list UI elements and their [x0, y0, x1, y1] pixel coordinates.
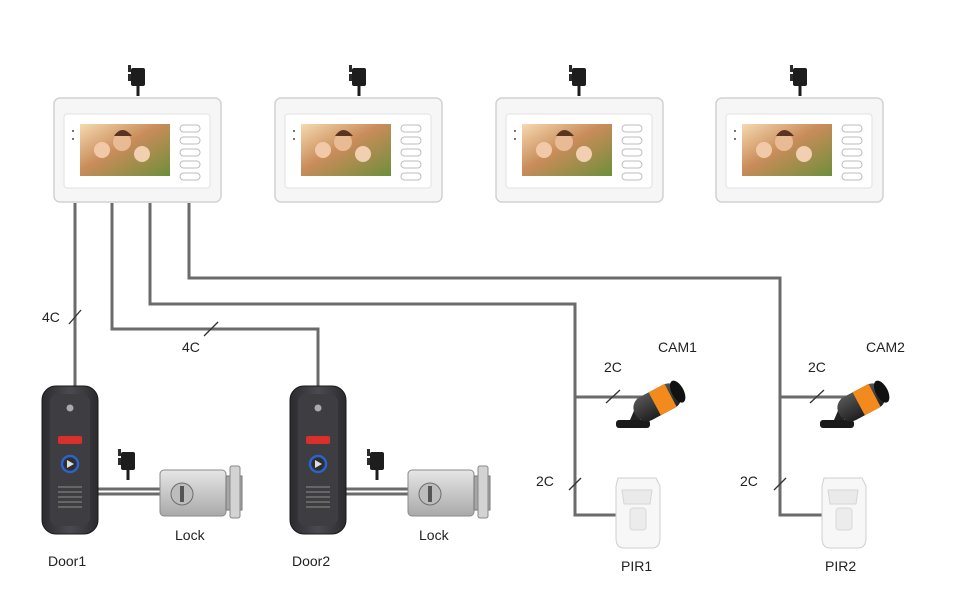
cable-label-2c: 2C	[740, 473, 758, 489]
cable-tick	[68, 309, 82, 325]
cable-tick	[809, 389, 825, 404]
power-adapter-icon	[365, 447, 386, 482]
wire-monitor-cam2-pir2	[187, 203, 826, 517]
monitor-4	[715, 63, 884, 203]
cable-label-4c: 4C	[42, 309, 60, 325]
wires	[73, 203, 858, 517]
wire-door1-lock	[96, 487, 162, 496]
bullet-camera-icon	[616, 377, 690, 428]
pir-label: PIR1	[621, 558, 652, 574]
door-label: Door1	[48, 553, 86, 569]
electric-lock-icon	[159, 465, 243, 519]
indoor-monitor-icon	[274, 97, 443, 203]
door-label: Door2	[292, 553, 330, 569]
bullet-camera-icon	[820, 377, 894, 428]
door-station-icon	[288, 384, 348, 536]
indoor-monitor-icon	[495, 97, 664, 203]
wire-door2-lock	[346, 487, 408, 496]
monitor-3	[495, 63, 664, 203]
indoor-monitor-icon	[715, 97, 884, 203]
power-adapter-icon	[116, 447, 137, 482]
cable-label-4c: 4C	[182, 339, 200, 355]
cable-label-2c: 2C	[808, 359, 826, 375]
power-adapter-icon	[567, 63, 588, 98]
power-adapter-icon	[347, 63, 368, 98]
cable-label-2c: 2C	[536, 473, 554, 489]
power-adapter-icon	[788, 63, 809, 98]
cable-label-2c: 2C	[604, 359, 622, 375]
camera-label: CAM2	[866, 339, 905, 355]
wire-monitor-cam1-pir1	[148, 203, 620, 517]
cable-tick	[203, 321, 219, 337]
camera-label: CAM1	[658, 339, 697, 355]
lock-label: Lock	[419, 527, 450, 543]
monitor-2	[274, 63, 443, 203]
indoor-monitor-icon	[53, 97, 222, 203]
pir-label: PIR2	[825, 558, 856, 574]
pir-sensor-icon	[615, 477, 661, 549]
electric-lock-icon	[407, 465, 491, 519]
cable-tick	[568, 477, 582, 491]
cable-tick	[773, 477, 787, 491]
lock-label: Lock	[175, 527, 206, 543]
monitor-1	[53, 63, 222, 203]
cable-tick	[605, 389, 621, 404]
wire-monitor-door2	[110, 203, 320, 386]
door-station-icon	[40, 384, 100, 536]
power-adapter-icon	[126, 63, 147, 98]
pir-sensor-icon	[821, 477, 867, 549]
